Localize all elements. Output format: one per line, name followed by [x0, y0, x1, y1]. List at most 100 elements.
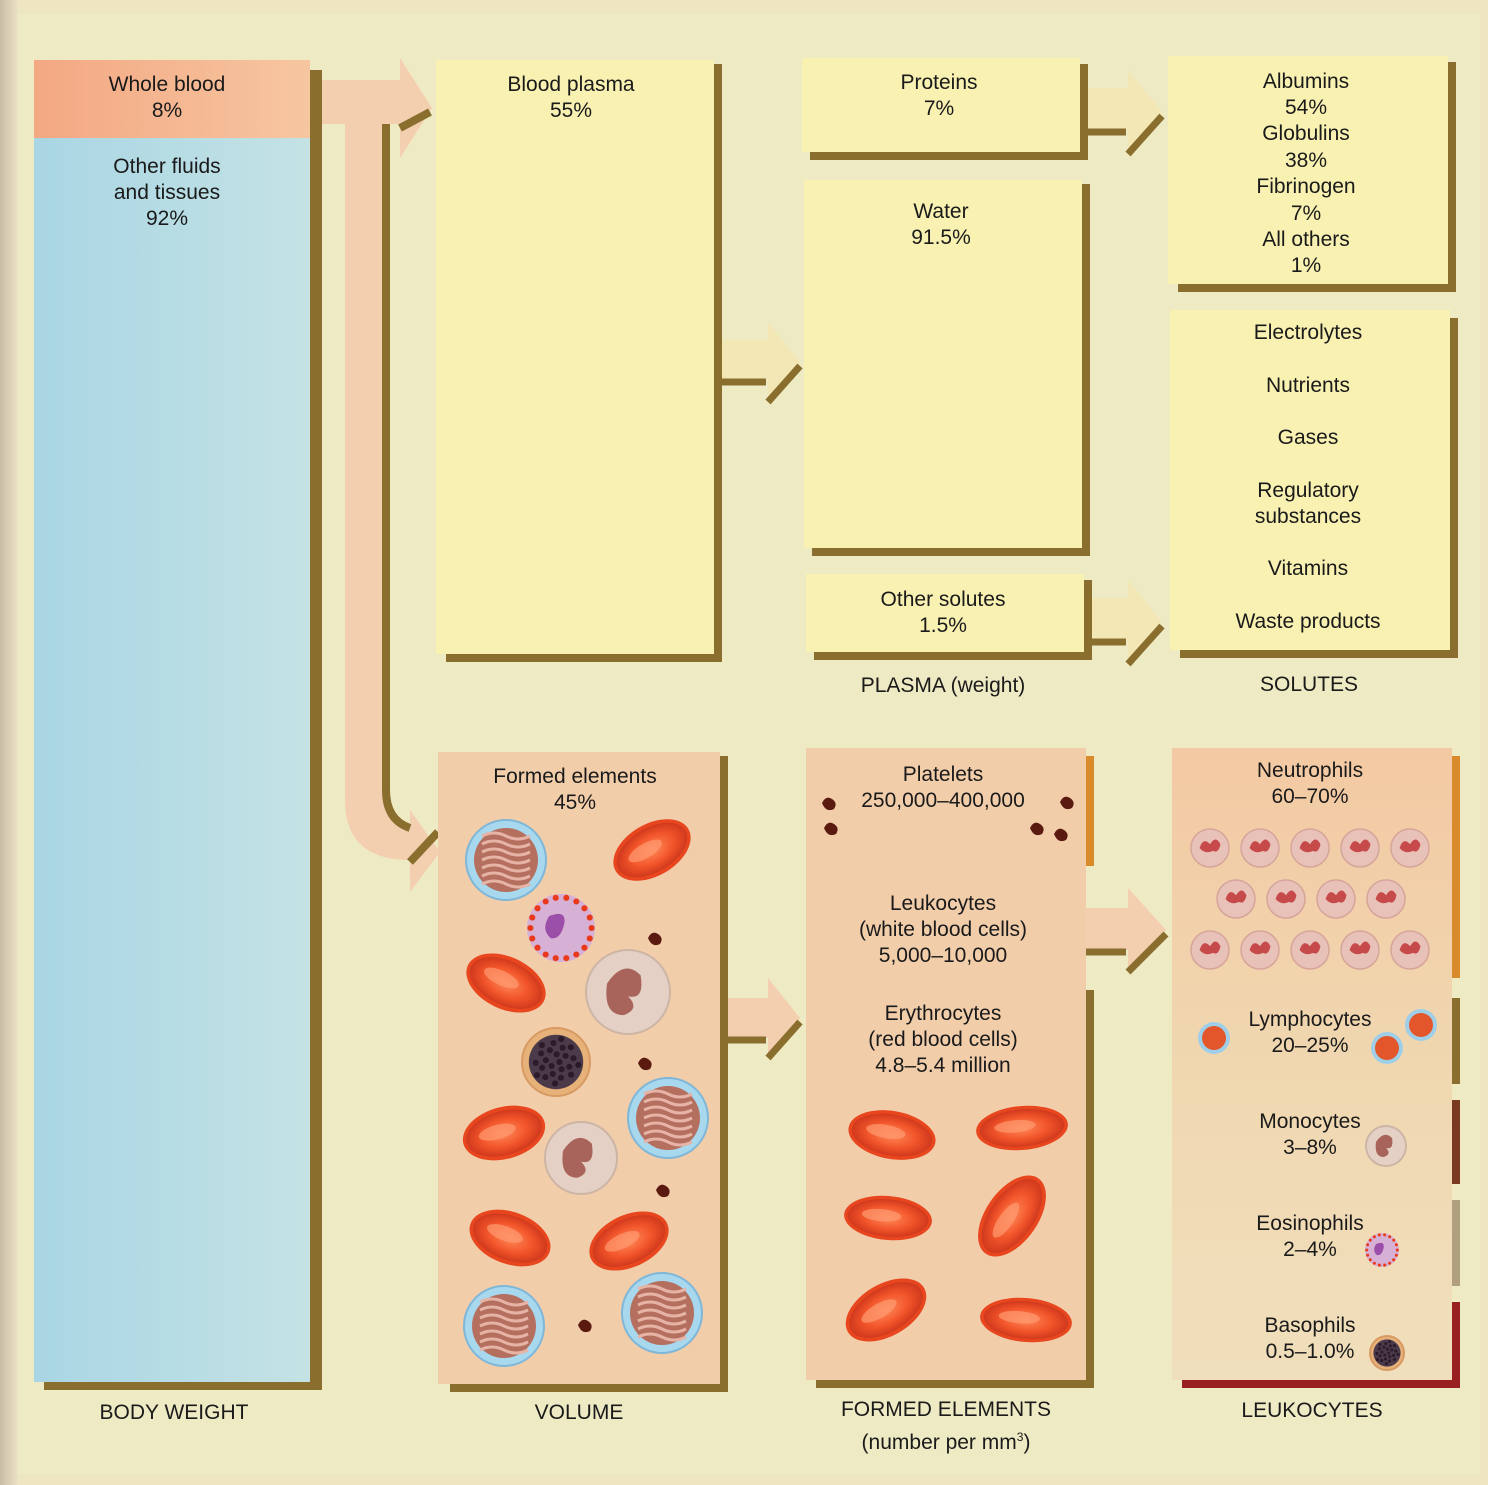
lymphocyte-icon	[463, 1285, 545, 1367]
lymphocytes-label: Lymphocytes	[1248, 1008, 1372, 1031]
basophils-label: Basophils	[1264, 1314, 1356, 1337]
platelet-icon	[1060, 796, 1074, 810]
proteins-box	[802, 58, 1080, 152]
whole-blood-pct: 8%	[151, 99, 183, 122]
platelet-icon	[648, 932, 662, 946]
solute-vitamins: Vitamins	[1267, 557, 1349, 580]
proteins-shadow-right	[1078, 64, 1088, 160]
body-weight-shadow-bottom	[44, 1380, 322, 1390]
other-solutes-pct: 1.5%	[919, 614, 967, 637]
formed-elements-pct: 45%	[553, 791, 597, 814]
neutrophil-icon	[1390, 930, 1430, 970]
solutes-box	[1170, 310, 1450, 650]
monocyte-icon	[544, 1121, 618, 1195]
erythrocyte-icon	[613, 819, 691, 881]
erythrocyte-icon	[466, 953, 546, 1013]
neutrophils-shadow	[1450, 756, 1460, 978]
lymphocyte-icon	[627, 1077, 709, 1159]
plasma-shadow-bottom	[446, 652, 722, 662]
leukocytes-count: 5,000–10,000	[878, 944, 1008, 967]
other-solutes-label: Other solutes	[880, 588, 1006, 611]
caption-leukocytes: LEUKOCYTES	[1241, 1399, 1383, 1422]
neutrophil-icon	[1290, 930, 1330, 970]
erythrocyte-icon	[976, 1105, 1068, 1151]
lymphocyte-icon	[1198, 1022, 1230, 1054]
monocyte-icon	[1365, 1125, 1407, 1167]
other-fluids-segment	[34, 138, 310, 1382]
neutrophil-icon	[1366, 879, 1406, 919]
platelets-label: Platelets	[902, 763, 984, 786]
water-pct: 91.5%	[911, 226, 971, 249]
erythrocyte-icon	[978, 1175, 1046, 1257]
eosinophils-label: Eosinophils	[1256, 1212, 1364, 1235]
neutrophils-label: Neutrophils	[1256, 759, 1364, 782]
neutrophil-icon	[1390, 828, 1430, 868]
other-fluids-label: Other fluids	[113, 155, 221, 178]
proteins-shadow-bottom	[810, 150, 1088, 160]
whole-blood-label: Whole blood	[108, 73, 226, 96]
lymphocyte-icon	[1405, 1009, 1437, 1041]
arrow-formed-to-elements	[720, 978, 803, 1061]
erythrocyte-icon	[589, 1211, 669, 1271]
platelet-icon	[822, 797, 836, 811]
other-fluids-pct: 92%	[145, 207, 189, 230]
all-others-pct: 1%	[1290, 254, 1322, 277]
erythrocytes-label: Erythrocytes	[884, 1002, 1002, 1025]
split-arrow-shadow	[382, 108, 441, 865]
platelet-icon	[656, 1184, 670, 1198]
platelet-icon	[824, 822, 838, 836]
other-solutes-shadow-right	[1082, 580, 1092, 660]
solute-regulatory: Regulatory	[1257, 479, 1359, 502]
erythrocytes-count: 4.8–5.4 million	[875, 1054, 1011, 1077]
neutrophil-icon	[1190, 828, 1230, 868]
monocyte-icon	[585, 949, 671, 1035]
body-weight-shadow-right	[310, 70, 322, 1390]
caption-unit-text: (number per mm	[861, 1431, 1017, 1454]
page-edge	[0, 0, 18, 1485]
proteins-pct: 7%	[923, 97, 955, 120]
solute-electrolytes: Electrolytes	[1253, 321, 1363, 344]
water-shadow-right	[1080, 184, 1090, 556]
arrow-leukocytes-to-types	[1085, 888, 1169, 975]
globulins-label: Globulins	[1262, 122, 1350, 145]
blood-plasma-pct: 55%	[549, 99, 593, 122]
formed-shadow-right	[718, 756, 728, 1392]
eosinophils-shadow	[1450, 1200, 1460, 1286]
caption-solutes: SOLUTES	[1259, 673, 1359, 696]
neutrophil-icon	[1340, 828, 1380, 868]
albumins-label: Albumins	[1262, 70, 1350, 93]
formed-shadow-bottom	[450, 1382, 728, 1392]
solute-nutrients: Nutrients	[1265, 374, 1351, 397]
eosinophil-icon	[527, 894, 595, 962]
caption-volume: VOLUME	[534, 1401, 624, 1424]
neutrophil-icon	[1190, 930, 1230, 970]
caption-unit-sup: 3	[1016, 1430, 1024, 1444]
platelet-icon	[1054, 828, 1068, 842]
neutrophil-icon	[1290, 828, 1330, 868]
arrow-plasma-to-components	[720, 322, 803, 405]
proteins-label: Proteins	[900, 71, 978, 94]
caption-body-weight: BODY WEIGHT	[99, 1401, 249, 1424]
split-arrow	[308, 58, 440, 892]
solute-waste: Waste products	[1235, 610, 1381, 633]
caption-plasma-weight: PLASMA (weight)	[860, 674, 1026, 697]
water-label: Water	[913, 200, 969, 223]
globulins-pct: 38%	[1284, 149, 1328, 172]
whole-blood-segment	[34, 60, 310, 138]
neutrophil-icon	[1340, 930, 1380, 970]
platelets-shadow-right	[1084, 756, 1094, 866]
basophils-shadow	[1450, 1302, 1460, 1388]
platelets-count: 250,000–400,000	[861, 789, 1025, 812]
leukocytes-label: Leukocytes	[889, 892, 997, 915]
erythrocyte-icon	[462, 1105, 546, 1161]
proteins-breakdown-box	[1168, 56, 1448, 284]
neutrophil-icon	[1240, 828, 1280, 868]
caption-formed-elements: FORMED ELEMENTS	[840, 1398, 1052, 1421]
platelet-icon	[638, 1057, 652, 1071]
lymphocyte-icon	[621, 1272, 703, 1354]
lymphocytes-pct: 20–25%	[1271, 1034, 1349, 1057]
lymphocytes-shadow	[1450, 998, 1460, 1084]
blood-plasma-box	[436, 60, 714, 654]
